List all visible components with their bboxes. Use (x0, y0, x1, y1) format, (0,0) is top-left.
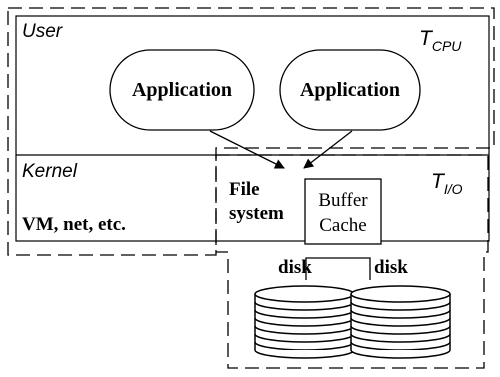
disk-connector (305, 257, 371, 280)
arrow-left-app-to-fs (209, 130, 285, 169)
disk-label-right: disk (374, 257, 408, 278)
application-label-left: Application (132, 79, 232, 101)
disk-icon-right (350, 285, 451, 359)
t-io-sub: I/O (444, 181, 463, 197)
kernel-label: Kernel (22, 161, 78, 182)
t-cpu-main: T (419, 27, 434, 50)
file-system-label-line2: system (229, 203, 284, 224)
t-cpu-sub: CPU (432, 38, 462, 54)
cpu-region-border (7, 7, 495, 256)
disk-icon-left (254, 285, 355, 359)
t-io-label: TI/O (431, 170, 463, 197)
user-label: User (22, 21, 63, 42)
t-cpu-label: TCPU (419, 27, 462, 54)
buffer-cache-box (304, 178, 382, 245)
arrow-right-app-to-fs (303, 130, 353, 169)
application-node-left (109, 49, 255, 131)
application-node-right (279, 49, 421, 131)
disk-label-left: disk (278, 257, 312, 278)
user-kernel-frame (15, 15, 490, 242)
file-system-label-line1: File (229, 179, 260, 200)
application-label-right: Application (300, 79, 400, 101)
buffer-cache-line1: Buffer (318, 190, 368, 211)
vm-net-label: VM, net, etc. (22, 214, 126, 235)
buffer-cache-line2: Cache (319, 215, 366, 236)
t-io-main: T (431, 170, 446, 193)
io-region-border (215, 154, 489, 369)
